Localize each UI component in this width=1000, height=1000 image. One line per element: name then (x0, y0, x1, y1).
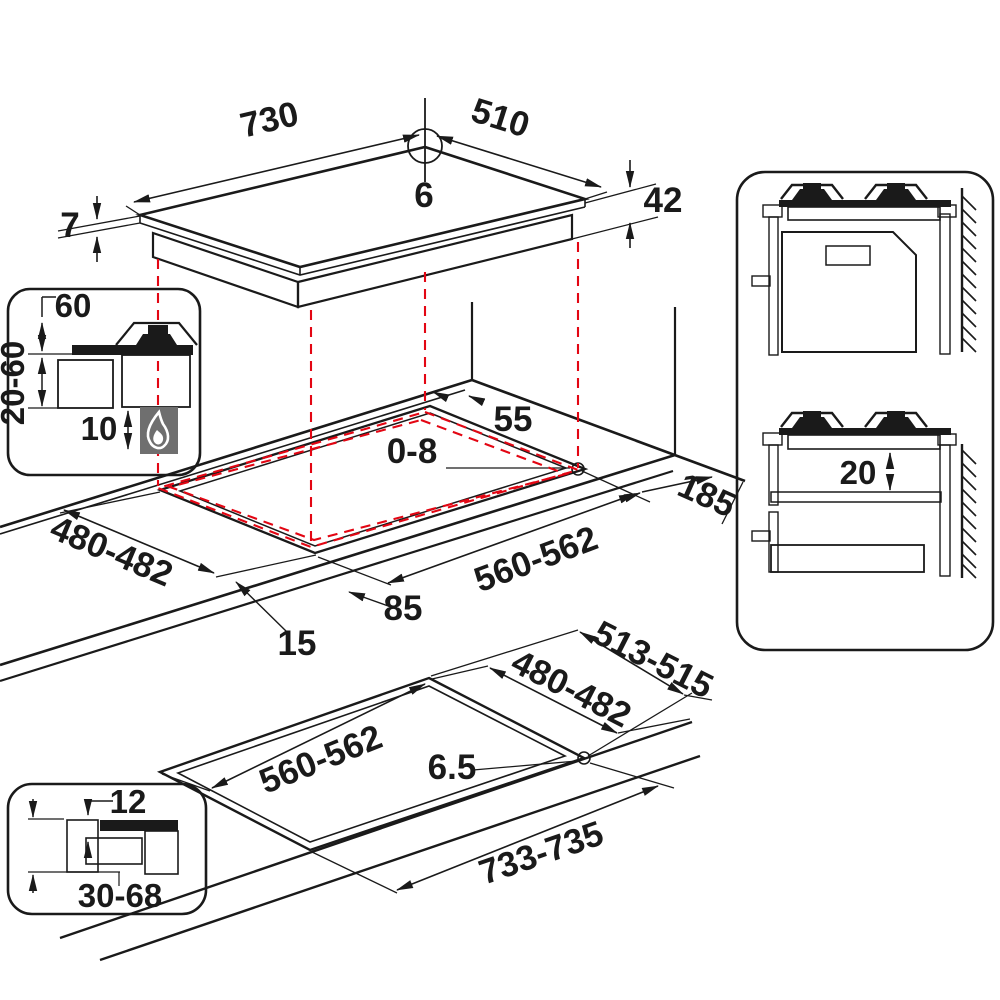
burner-clearance-inset: 60 20-60 10 (0, 287, 202, 477)
dim-glass-thickness: 7 (60, 206, 79, 245)
dim-side-margin: 15 (278, 624, 317, 663)
dim-cutout-depth: 480-482 (45, 508, 178, 594)
dim-front-margin: 85 (384, 589, 423, 628)
dim-lip-overlap: 12 (110, 783, 147, 820)
dim-corner-radius: 0-8 (387, 432, 438, 471)
dim-rear-clearance: 55 (494, 400, 533, 439)
projection-lines (154, 242, 582, 549)
dim-flush-width: 560-562 (254, 717, 388, 801)
dim-hob-depth: 510 (467, 91, 534, 146)
wall-hatch (960, 188, 977, 353)
dim-body-height: 42 (644, 181, 683, 220)
dim-shelf-clearance: 20 (840, 454, 877, 491)
hob-isometric-view: 6 730 510 7 42 (57, 91, 683, 309)
wall-hatch (960, 444, 977, 579)
dim-flush-corner-radius: 6.5 (428, 748, 477, 787)
dim-hob-width: 730 (236, 94, 302, 145)
dim-worktop-range: 20-60 (0, 341, 31, 425)
edge-profile-inset: 12 30-68 (6, 782, 208, 916)
dim-cutout-width: 560-562 (469, 518, 603, 600)
dim-bottom-clearance: 10 (81, 410, 118, 447)
dim-hole-offset: 6 (414, 176, 433, 215)
gas-flame-icon (140, 407, 178, 454)
dim-worktop-thickness: 30-68 (78, 877, 162, 914)
worktop-cutout-view: 55 0-8 480-482 560-562 185 15 85 (0, 302, 746, 683)
drawer-install-diagram: 20 (751, 409, 977, 579)
dim-rear-gap: 60 (55, 287, 92, 324)
side-install-panel: 20 (735, 170, 995, 652)
oven-install-diagram (751, 181, 977, 356)
